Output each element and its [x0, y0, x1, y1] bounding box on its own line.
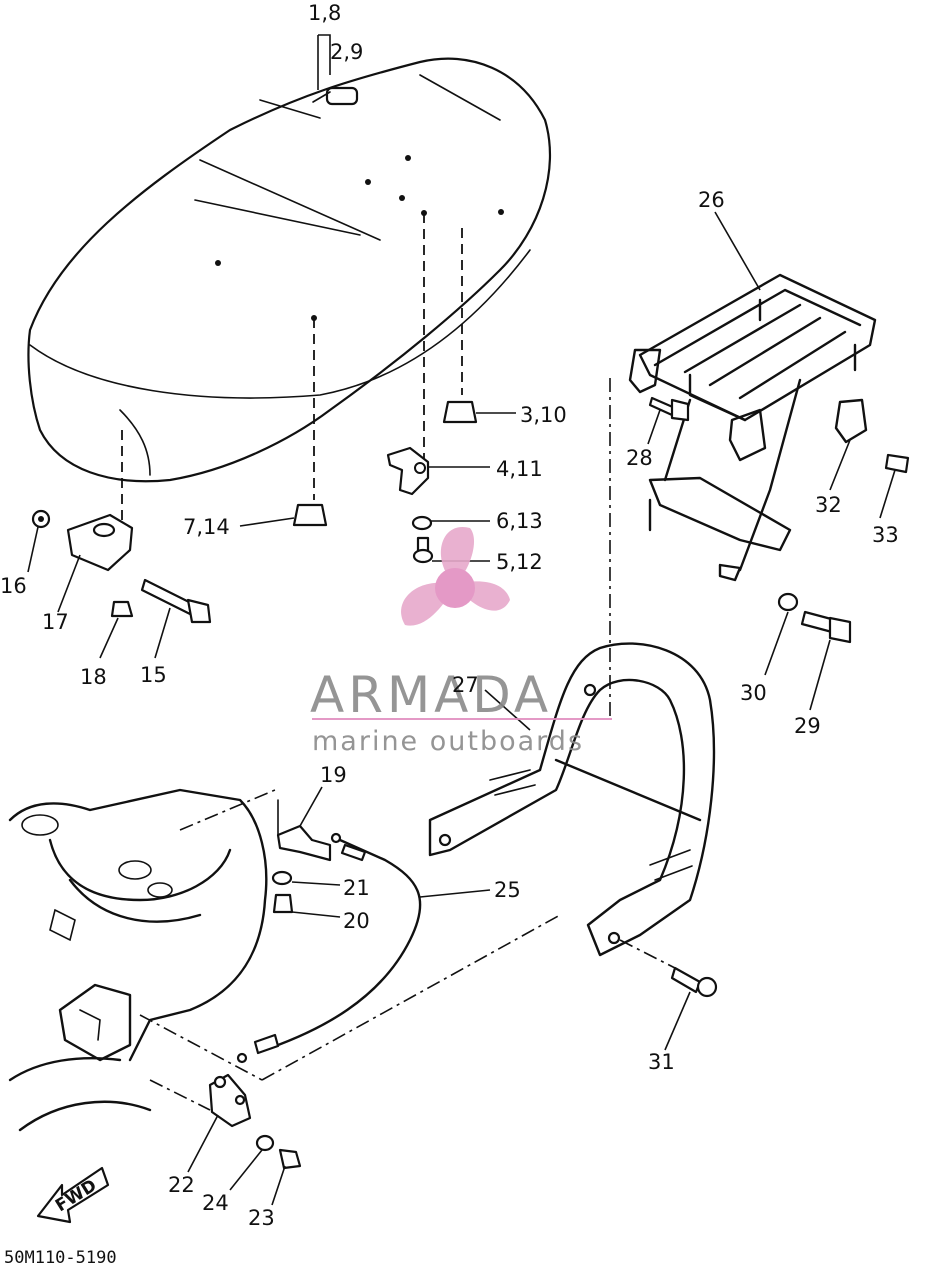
label-24: 24	[202, 1191, 229, 1215]
drawing-code: 50M110-5190	[4, 1248, 117, 1268]
brand-name: ARMADA	[310, 666, 552, 724]
seat-lock	[271, 799, 332, 914]
label-19: 19	[320, 763, 347, 787]
label-1-8: 1,8	[308, 1, 342, 25]
label-26: 26	[698, 188, 725, 212]
carrier-rack	[628, 273, 877, 582]
propeller-icon	[401, 526, 510, 626]
label-33: 33	[872, 523, 899, 547]
hinge-bracket-group	[31, 509, 212, 624]
label-2-9: 2,9	[330, 40, 364, 64]
label-27: 27	[452, 673, 479, 697]
frame	[8, 788, 268, 1132]
armada-logo: ARMADA marine outboards	[310, 526, 612, 757]
label-31: 31	[648, 1050, 675, 1074]
label-6-13: 6,13	[496, 509, 543, 533]
label-23: 23	[248, 1206, 275, 1230]
part-5-12	[412, 536, 434, 564]
label-18: 18	[80, 665, 107, 689]
part-4-11	[386, 446, 430, 496]
label-30: 30	[740, 681, 767, 705]
brand-tagline: marine outboards	[312, 726, 584, 757]
label-29: 29	[794, 714, 821, 738]
seat	[27, 57, 552, 483]
label-17: 17	[42, 610, 69, 634]
seat-lock-cable	[236, 832, 422, 1064]
lock-bracket	[208, 1073, 302, 1170]
fwd-arrow-icon: FWD	[36, 1166, 110, 1224]
label-4-11: 4,11	[496, 457, 543, 481]
part-7-14	[292, 503, 328, 527]
label-15: 15	[140, 663, 167, 687]
fwd-label: FWD	[52, 1176, 100, 1217]
label-25: 25	[494, 878, 521, 902]
label-20: 20	[343, 909, 370, 933]
grab-bar	[428, 642, 716, 957]
label-5-12: 5,12	[496, 550, 543, 574]
label-16: 16	[0, 574, 27, 598]
label-7-14: 7,14	[183, 515, 230, 539]
label-3-10: 3,10	[520, 403, 567, 427]
label-32: 32	[815, 493, 842, 517]
label-22: 22	[168, 1173, 195, 1197]
part-3-10	[442, 400, 478, 424]
label-21: 21	[343, 876, 370, 900]
label-28: 28	[626, 446, 653, 470]
